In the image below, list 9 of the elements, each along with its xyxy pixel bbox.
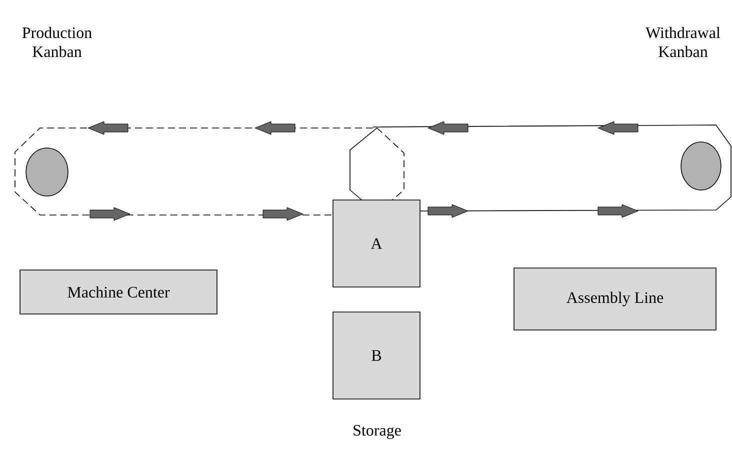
circle <box>680 142 722 190</box>
circle <box>26 148 68 196</box>
label: Withdrawal Kanban <box>646 26 720 58</box>
label: Storage <box>354 424 401 439</box>
process-box: Assembly Line <box>514 268 716 330</box>
process-box: A <box>332 200 420 288</box>
process-box: Machine Center <box>20 270 218 314</box>
process-box: B <box>332 312 420 400</box>
label: Production Kanban <box>22 26 92 58</box>
